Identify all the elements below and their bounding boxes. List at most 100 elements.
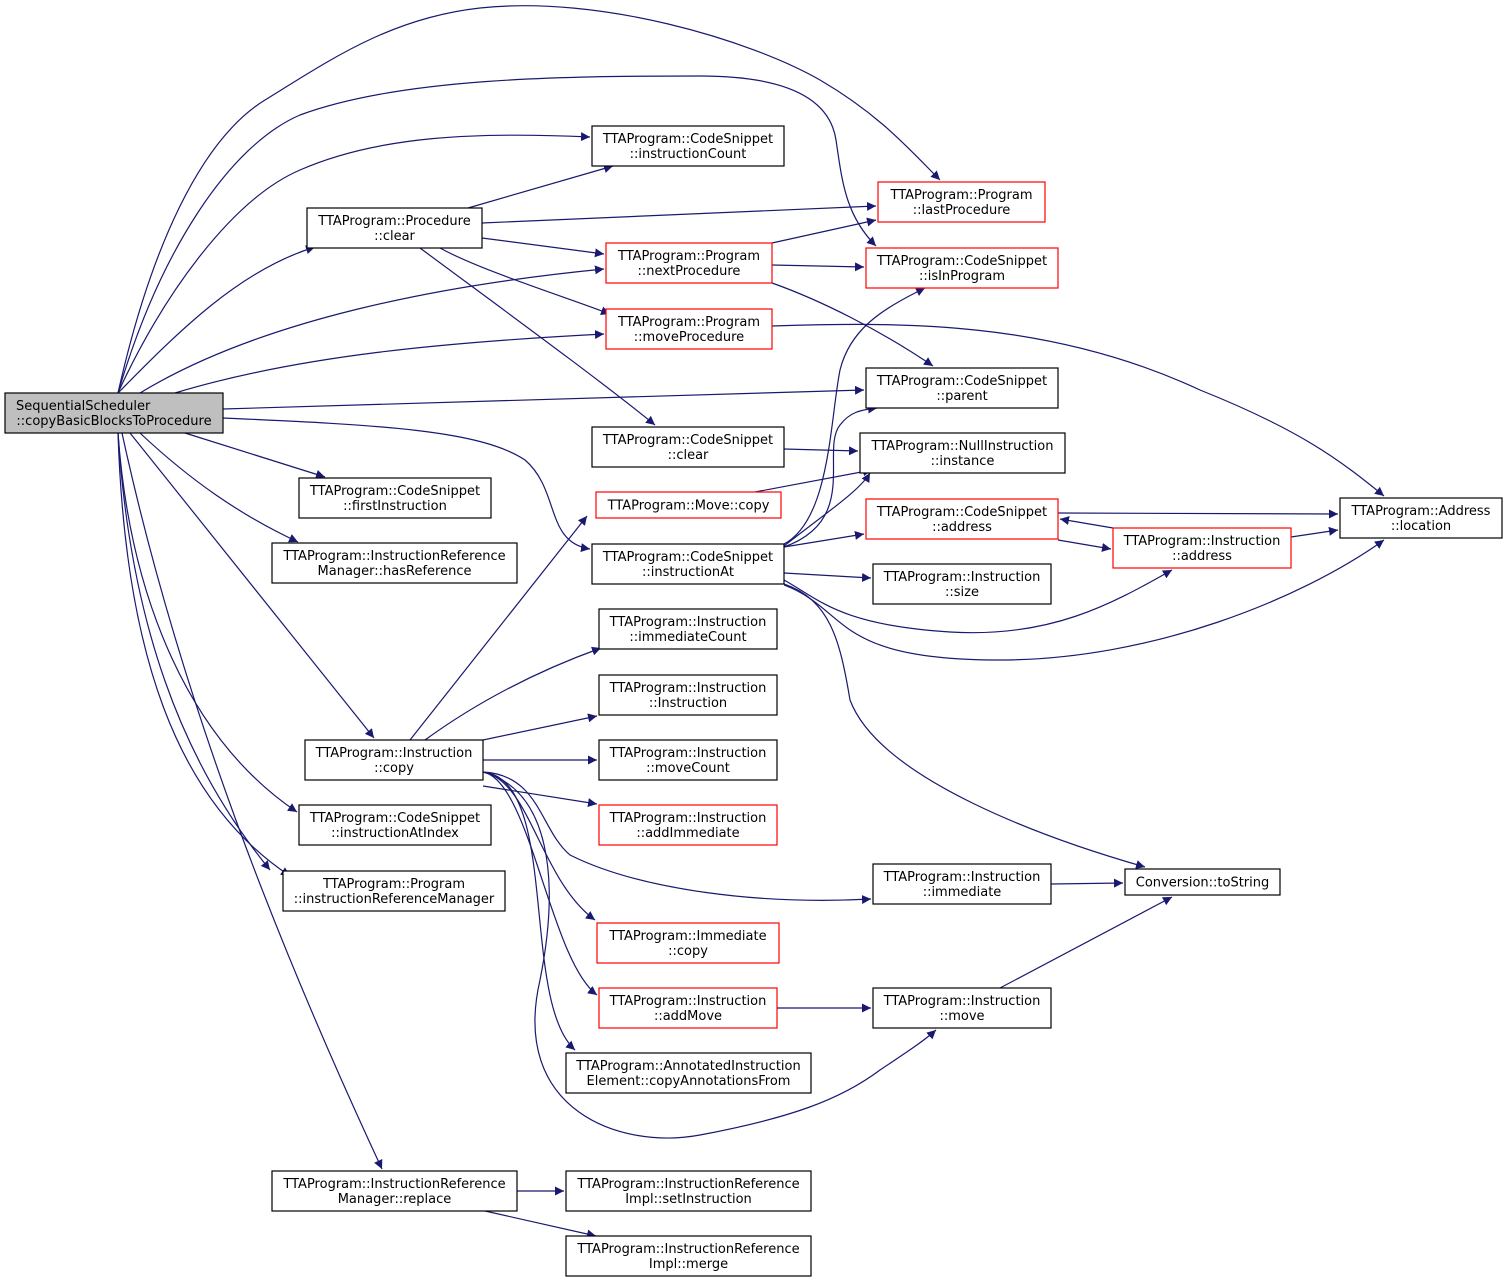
node-box [598,987,778,1029]
node-prog-moveProcedure[interactable]: TTAProgram::Program::moveProcedure [605,308,773,350]
edge-line [1059,516,1114,529]
node-label-line: ::parent [936,389,987,404]
edge-line [117,432,298,813]
node-box [598,804,778,846]
node-label-line: ::immediateCount [629,630,746,645]
node-box [282,870,506,912]
node-label-line: TTAProgram::Program [617,249,760,264]
edge-cs_address-to-addr_location [1057,509,1339,519]
node-label-line: TTAProgram::Instruction [609,681,767,696]
node-label-line: ::instructionCount [630,147,747,162]
node-instr-size[interactable]: TTAProgram::Instruction::size [872,563,1052,605]
node-box [271,1170,518,1212]
node-label-line: ::addMove [654,1009,722,1024]
edge-instr_copy-to-move_copy [409,515,588,741]
node-label-line: TTAProgram::InstructionReference [282,549,505,564]
edge-prog_moveProcedure-to-addr_location [771,323,1385,497]
edge-proc_clear-to-cs_instructionCount [467,164,614,209]
node-aie-copyAnnotationsFrom[interactable]: TTAProgram::AnnotatedInstructionElement:… [565,1052,812,1094]
edge-line [139,265,605,394]
edge-line [1057,509,1339,519]
node-label-line: TTAProgram::Instruction [883,994,1041,1009]
node-box [565,1235,812,1277]
node-box [591,543,785,585]
node-box [565,1170,812,1212]
node-cs-instructionAtIndex[interactable]: TTAProgram::CodeSnippet::instructionAtIn… [298,804,492,846]
node-label-line: ::size [945,585,979,600]
node-label-line: ::lastProcedure [913,203,1011,218]
node-label-line: ::location [1391,519,1451,534]
node-proc-clear[interactable]: TTAProgram::Procedure::clear [306,207,483,249]
node-irm-replace[interactable]: TTAProgram::InstructionReferenceManager:… [271,1170,518,1212]
node-imm-copy[interactable]: TTAProgram::Immediate::copy [596,922,780,964]
node-null-instance[interactable]: TTAProgram::NullInstruction::instance [859,432,1066,474]
node-label-line: ::address [1172,549,1232,564]
node-label-line: TTAProgram::InstructionReference [282,1177,505,1192]
edge-line [783,446,859,456]
node-prog-nextProcedure[interactable]: TTAProgram::Program::nextProcedure [605,242,773,284]
node-box [605,308,773,350]
edge-line [484,1210,597,1239]
node-instr-copy[interactable]: TTAProgram::Instruction::copy [304,739,484,781]
node-label-line: ::instructionReferenceManager [294,892,495,907]
node-label-line: ::isInProgram [919,269,1005,284]
node-box [1124,868,1281,896]
edge-line [999,896,1173,989]
node-label-line: ::Instruction [649,696,727,711]
edge-line [481,237,605,258]
node-box [298,804,492,846]
edge-instr_copy-to-instr_Instruction [482,713,598,741]
node-cs-instructionAt[interactable]: TTAProgram::CodeSnippet::instructionAt [591,543,785,585]
node-label-line: ::moveCount [646,761,730,776]
node-label-line: ::instructionAt [642,565,734,580]
node-cs-address[interactable]: TTAProgram::CodeSnippet::address [865,498,1059,540]
edge-move_copy-to-null_instance [754,467,873,493]
edge-root-to-prog_moveProcedure [174,329,605,394]
edge-line [424,646,602,741]
edge-root-to-irm_hasReference [139,432,299,543]
node-box [598,739,778,781]
node-cs-clear[interactable]: TTAProgram::CodeSnippet::clear [591,426,785,468]
node-iri-merge[interactable]: TTAProgram::InstructionReferenceImpl::me… [565,1235,812,1277]
edge-root-to-cs_instructionAtIndex [117,432,298,813]
edge-instr_move-to-conv_toString [999,896,1173,989]
edge-line [783,583,1146,869]
edge-cs_instructionAt-to-instr_size [783,572,872,582]
node-iri-setInstruction[interactable]: TTAProgram::InstructionReferenceImpl::se… [565,1170,812,1212]
node-conv-toString[interactable]: Conversion::toString [1124,868,1281,896]
node-instr-moveCount[interactable]: TTAProgram::Instruction::moveCount [598,739,778,781]
node-label-line: ::copy [374,761,414,776]
node-root[interactable]: SequentialScheduler::copyBasicBlocksToPr… [4,392,224,434]
node-move-copy[interactable]: TTAProgram::Move::copy [595,491,782,519]
node-prog-lastProcedure[interactable]: TTAProgram::Program::lastProcedure [877,181,1046,223]
node-instr-immediateCount[interactable]: TTAProgram::Instruction::immediateCount [598,608,778,650]
node-box [306,207,483,249]
node-instr-immediate[interactable]: TTAProgram::Instruction::immediate [872,863,1052,905]
node-label-line: TTAProgram::Instruction [609,746,767,761]
node-box [605,242,773,284]
node-box [872,987,1052,1029]
node-cs-instructionCount[interactable]: TTAProgram::CodeSnippet::instructionCoun… [591,125,785,167]
node-instr-addImmediate[interactable]: TTAProgram::Instruction::addImmediate [598,804,778,846]
edge-line [783,531,865,548]
node-cs-firstInstruction[interactable]: TTAProgram::CodeSnippet::firstInstructio… [298,477,492,519]
node-addr-location[interactable]: TTAProgram::Address::location [1339,497,1503,539]
node-box [1339,497,1503,539]
node-label-line: Element::copyAnnotationsFrom [587,1074,791,1089]
node-instr-move[interactable]: TTAProgram::Instruction::move [872,987,1052,1029]
node-label-line: ::clear [668,448,709,463]
node-cs-parent[interactable]: TTAProgram::CodeSnippet::parent [865,367,1059,409]
edge-instr_copy-to-imm_copy [482,771,596,921]
node-label-line: TTAProgram::CodeSnippet [876,374,1047,389]
node-label-line: Manager::replace [338,1192,452,1207]
node-instr-Instruction[interactable]: TTAProgram::Instruction::Instruction [598,674,778,716]
node-instr-addMove[interactable]: TTAProgram::Instruction::addMove [598,987,778,1029]
node-box [872,863,1052,905]
node-prog-irm[interactable]: TTAProgram::Program::instructionReferenc… [282,870,506,912]
node-label-line: TTAProgram::Address [1351,504,1491,519]
node-box [598,674,778,716]
node-irm-hasReference[interactable]: TTAProgram::InstructionReferenceManager:… [271,542,518,584]
edge-root-to-irm_replace [121,432,383,1170]
node-cs-isInProgram[interactable]: TTAProgram::CodeSnippet::isInProgram [865,247,1059,289]
node-instr-address[interactable]: TTAProgram::Instruction::address [1112,527,1292,569]
